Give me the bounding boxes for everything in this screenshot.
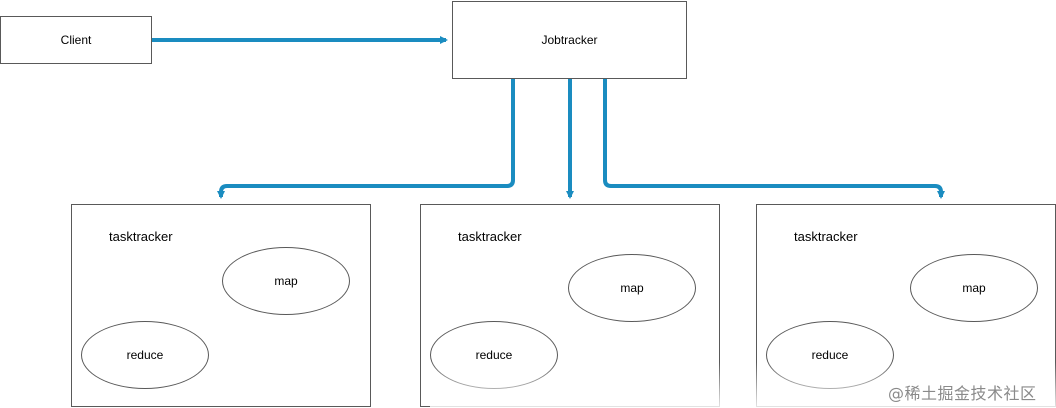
- tasktracker-node-1: tasktracker map reduce: [71, 204, 371, 407]
- tasktracker-node-2: tasktracker map reduce: [420, 204, 720, 407]
- reduce-node: reduce: [81, 321, 209, 389]
- client-label: Client: [60, 33, 92, 47]
- map-label: map: [274, 274, 298, 288]
- jobtracker-node: Jobtracker: [452, 1, 687, 79]
- client-node: Client: [0, 16, 152, 64]
- tasktracker-label: tasktracker: [109, 229, 173, 244]
- map-node: map: [910, 254, 1038, 322]
- reduce-label: reduce: [475, 348, 513, 362]
- map-node: map: [222, 247, 350, 315]
- tasktracker-label: tasktracker: [458, 229, 522, 244]
- map-node: map: [568, 254, 696, 322]
- map-label: map: [962, 281, 986, 295]
- reduce-label: reduce: [811, 348, 849, 362]
- jobtracker-label: Jobtracker: [541, 33, 598, 47]
- reduce-label: reduce: [126, 348, 164, 362]
- watermark-fade: [430, 362, 1056, 408]
- jobtracker-to-tasktracker-1-arrow: [217, 79, 515, 199]
- map-label: map: [620, 281, 644, 295]
- jobtracker-to-tasktracker-3-arrow: [603, 79, 945, 199]
- tasktracker-label: tasktracker: [794, 229, 858, 244]
- watermark-text: @稀土掘金技术社区: [888, 384, 1037, 403]
